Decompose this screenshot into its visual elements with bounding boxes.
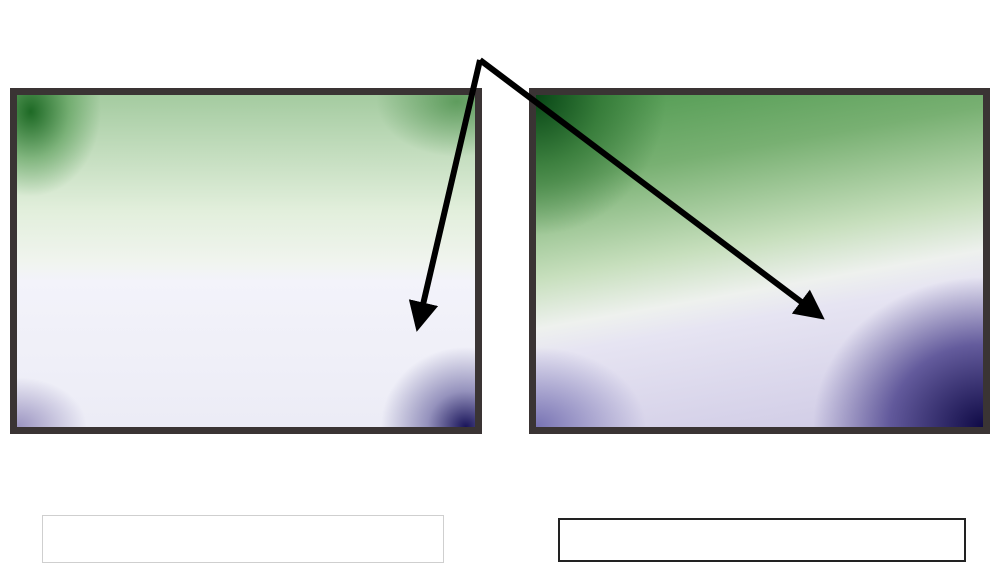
heatmap-b (536, 95, 983, 427)
top-label (205, 0, 783, 50)
caption-b (520, 448, 1000, 500)
heatmap-a (17, 95, 475, 427)
caption-a (10, 448, 488, 500)
heatmap-panel-b (529, 88, 990, 434)
heatmap-panel-a (10, 88, 482, 434)
bandwidth-label-b (558, 518, 966, 562)
bandwidth-label-a (42, 515, 444, 563)
